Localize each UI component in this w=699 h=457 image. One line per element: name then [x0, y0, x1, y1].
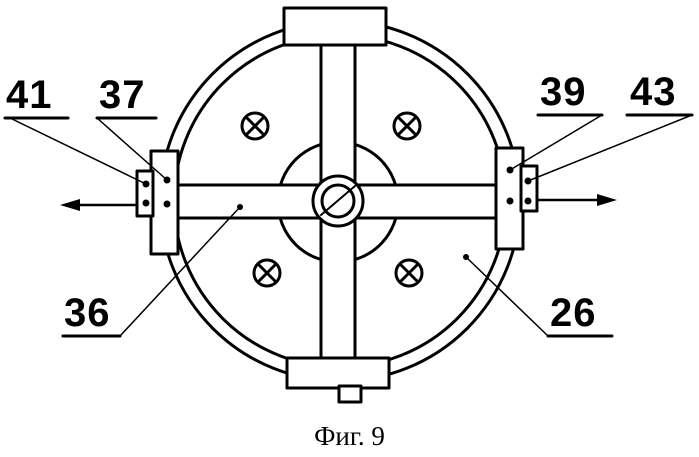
top-bracket [284, 8, 386, 45]
leader-43 [528, 115, 692, 181]
pin-left-clamp-bottom [164, 201, 171, 208]
bottom-shaft-tail [339, 386, 361, 402]
pin-right-clamp-bottom [507, 198, 514, 205]
label-41: 41 [6, 73, 53, 117]
label-43: 43 [630, 70, 677, 114]
leader-39 [510, 115, 602, 170]
label-36: 36 [64, 291, 111, 335]
figure-caption: Фиг. 9 [0, 421, 699, 451]
left-arrow-head [60, 199, 80, 211]
label-39: 39 [540, 70, 587, 114]
bolt-top-left [242, 113, 268, 139]
leader-41 [10, 118, 146, 184]
pin-right-block-bottom [525, 198, 532, 205]
bolt-bottom-right [396, 260, 422, 286]
bolt-bottom-left [254, 260, 280, 286]
label-37: 37 [99, 73, 146, 117]
right-arrow-head [597, 194, 617, 206]
bolt-top-right [394, 113, 420, 139]
leader-37 [97, 118, 167, 180]
pin-left-block-bottom [143, 200, 150, 207]
left-end-block [137, 171, 153, 216]
label-26: 26 [550, 291, 597, 335]
bottom-bracket [287, 358, 389, 388]
